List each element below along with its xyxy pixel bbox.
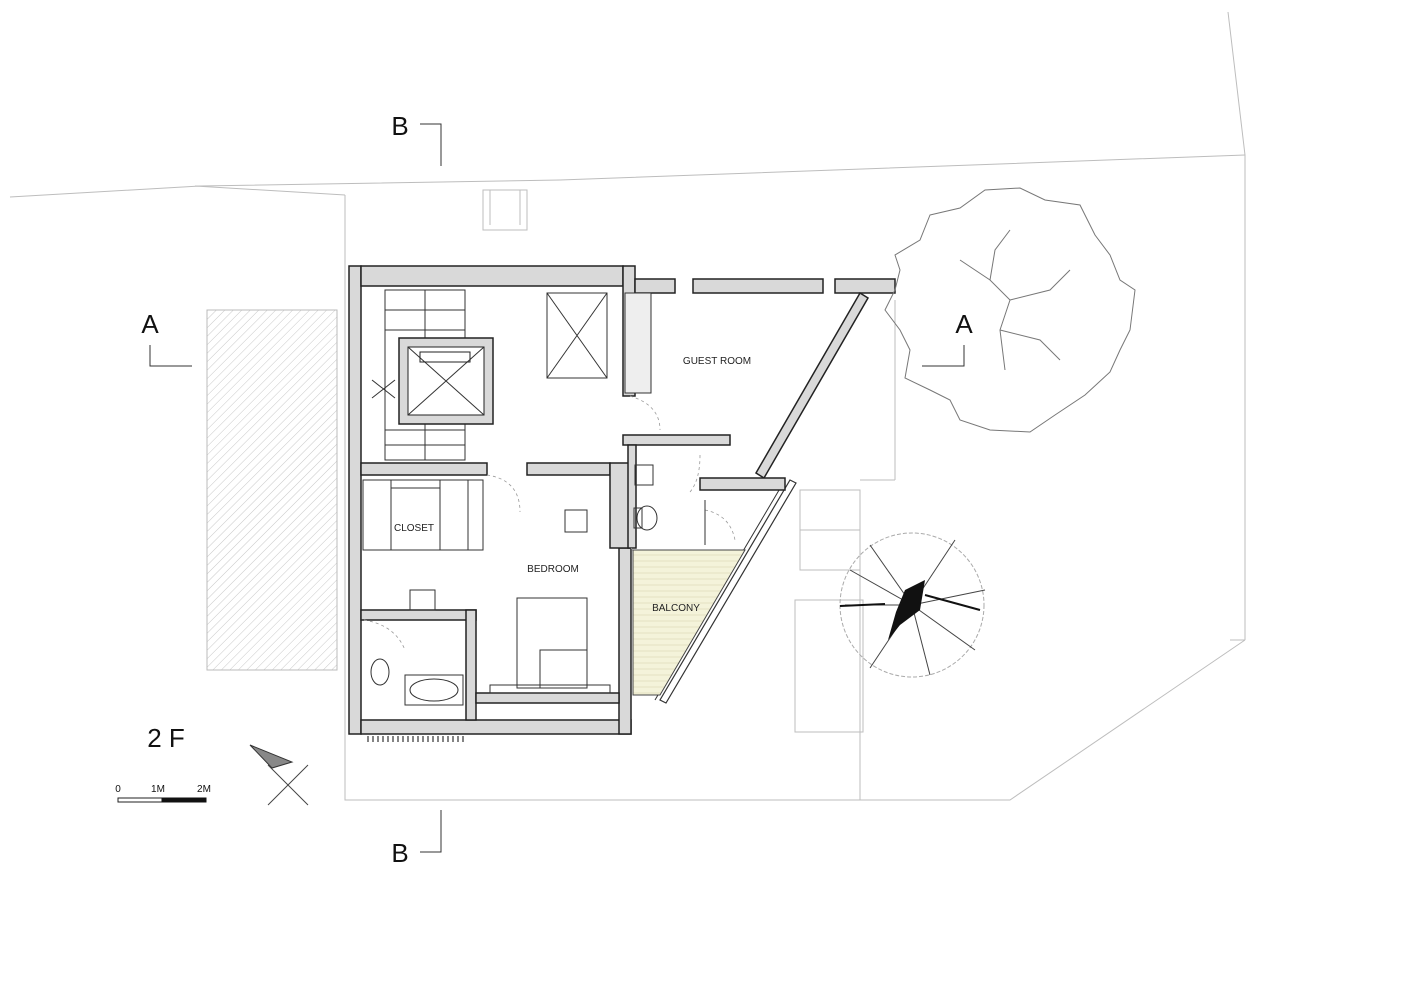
wc-upper: [633, 454, 736, 545]
south-louvre: [367, 736, 464, 742]
scale-tick-2m: 2M: [197, 784, 211, 795]
scale-tick-1m: 1M: [151, 784, 165, 795]
stair-core: [371, 289, 494, 461]
site-boundary: [9, 11, 1246, 801]
section-label-b-bottom: B: [391, 838, 408, 868]
adjacent-building: [206, 309, 338, 671]
tree-canopy-icon: [884, 187, 1136, 433]
closet-fittings: [362, 474, 521, 551]
room-label-guest-room: GUEST ROOM: [683, 356, 751, 367]
section-label-a-left: A: [141, 309, 159, 339]
scale-bar: 0 1M 2M: [115, 784, 211, 803]
scale-tick-0: 0: [115, 784, 121, 795]
guest-room-fittings: [546, 292, 661, 431]
bathroom-lower: [363, 589, 464, 706]
floor-label: 2 F: [147, 723, 185, 753]
section-label-b-top: B: [391, 111, 408, 141]
room-label-closet: CLOSET: [394, 523, 434, 534]
room-label-balcony: BALCONY: [652, 603, 700, 614]
section-marker-a-right: A: [922, 309, 973, 367]
balcony-area: [632, 549, 746, 696]
section-marker-b-bottom: B: [391, 810, 442, 868]
building-walls: [348, 265, 896, 735]
section-marker-a-left: A: [141, 309, 192, 367]
tree-plan-icon: [839, 532, 986, 678]
section-marker-b-top: B: [391, 111, 442, 166]
room-label-bedroom: BEDROOM: [527, 564, 579, 575]
bedroom-fittings: [489, 509, 641, 694]
north-arrow-icon: [249, 744, 309, 806]
section-label-a-right: A: [955, 309, 973, 339]
